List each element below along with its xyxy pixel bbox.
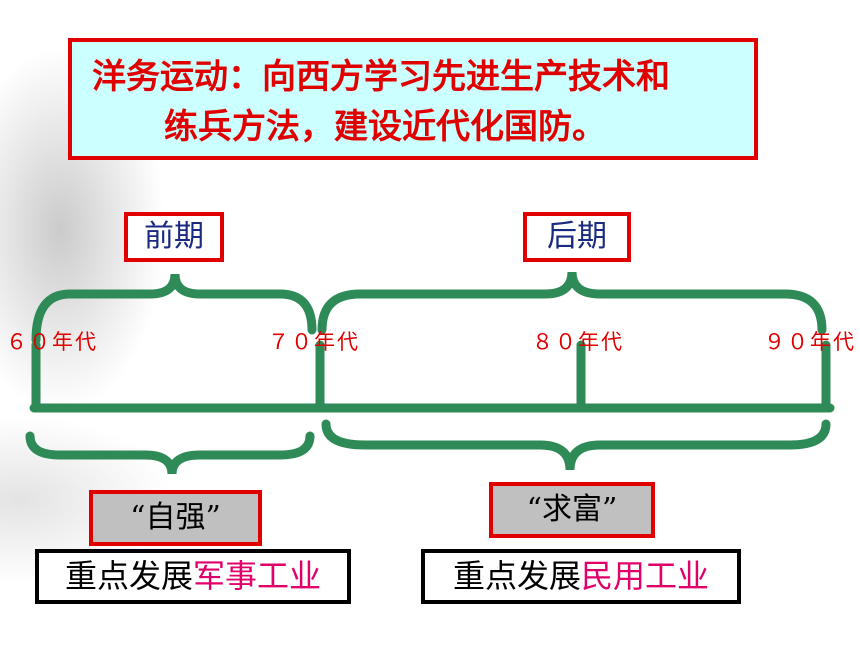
- focus-late-prefix: 重点发展: [452, 557, 581, 595]
- focus-late-box: 重点发展民用工业: [421, 549, 741, 604]
- era-label-80s: ８０年代: [532, 330, 624, 354]
- brace-bottom-early: [25, 431, 315, 475]
- title-line-2: 练兵方法，建设近代化国防。: [164, 107, 606, 147]
- focus-early-box: 重点发展军事工业: [35, 549, 351, 604]
- phase-early-box: 前期: [124, 212, 224, 262]
- focus-early-prefix: 重点发展: [64, 557, 193, 595]
- goal-early-box: “自强”: [89, 490, 262, 546]
- title-line-1: 洋务运动：向西方学习先进生产技术和: [92, 57, 670, 97]
- phase-late-box: 后期: [523, 212, 631, 262]
- goal-late-box: “求富”: [489, 482, 655, 538]
- era-label-70s: ７０年代: [268, 330, 360, 354]
- brace-top-early: [31, 273, 317, 345]
- brace-top-late: [317, 271, 827, 335]
- focus-late-highlight: 民用工业: [581, 557, 710, 595]
- brace-bottom-late: [321, 419, 831, 471]
- title-box: 洋务运动：向西方学习先进生产技术和 练兵方法，建设近代化国防。: [68, 38, 758, 160]
- focus-early-highlight: 军事工业: [193, 557, 322, 595]
- era-label-60s: ６０年代: [6, 330, 98, 354]
- era-label-90s: ９０年代: [764, 330, 856, 354]
